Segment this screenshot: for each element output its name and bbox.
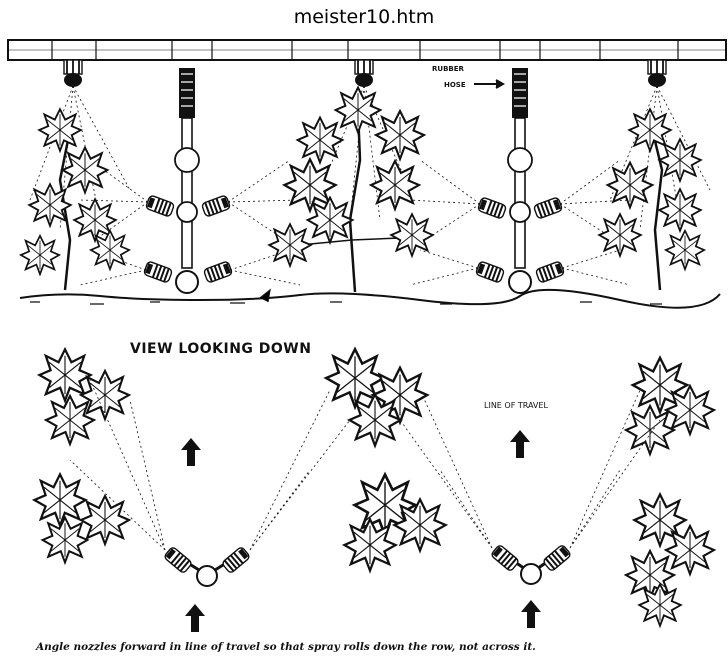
line-of-travel-label: LINE OF TRAVEL [484, 402, 548, 410]
travel-arrow-icon [185, 604, 205, 632]
travel-arrow-icon [181, 438, 201, 466]
figure-caption: Angle nozzles forward in line of travel … [36, 641, 716, 653]
ground-line [20, 290, 720, 308]
top-plant-left [34, 349, 129, 562]
top-plant-right [626, 358, 714, 626]
top-nozzle-left [164, 546, 251, 586]
side-plant-right [599, 109, 704, 290]
top-view-title: VIEW LOOKING DOWN [130, 342, 311, 356]
drop-pipe-left [143, 68, 232, 293]
travel-arrow-icon [510, 430, 530, 458]
top-nozzle-right [491, 544, 572, 584]
rubber-label: RUBBER [432, 66, 464, 73]
drop-pipe-right [475, 68, 564, 293]
boom-nozzles [64, 60, 666, 87]
top-plant-center [326, 349, 445, 570]
travel-arrow-icon [521, 600, 541, 628]
hose-pointer-arrow [474, 80, 503, 88]
side-plant-center [269, 88, 433, 292]
boom-pipe [8, 40, 726, 60]
side-plant-left [21, 109, 129, 290]
hose-label: HOSE [444, 82, 466, 89]
